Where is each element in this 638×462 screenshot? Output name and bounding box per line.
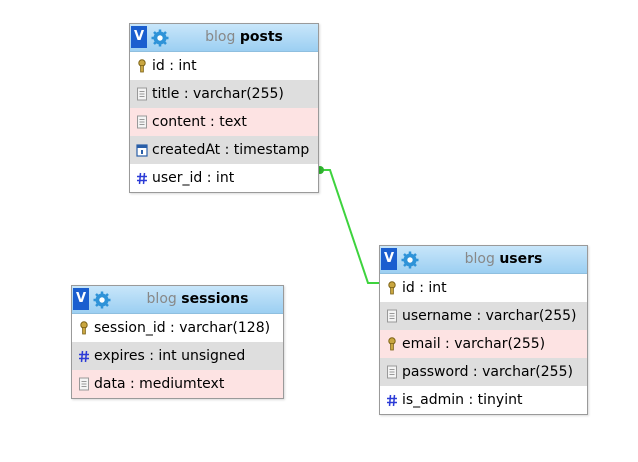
table-name: posts [239, 29, 283, 45]
table-title: blog sessions [116, 286, 279, 313]
key-icon [388, 281, 396, 295]
column-label: title : varchar(255) [152, 86, 284, 102]
table-name: users [499, 251, 543, 267]
number-icon [79, 350, 89, 363]
gear-icon[interactable] [401, 251, 419, 269]
key-icon [80, 321, 88, 335]
column-label: id : int [152, 58, 197, 74]
column-label: expires : int unsigned [94, 348, 246, 364]
table-name: sessions [181, 291, 249, 307]
column-label: email : varchar(255) [402, 336, 546, 352]
gear-icon[interactable] [93, 291, 111, 309]
table-sessions[interactable]: V blog sessions session_id : varchar(128… [71, 285, 284, 399]
column-label: password : varchar(255) [402, 364, 573, 380]
field-icon [387, 365, 397, 379]
table-header[interactable]: V blog users [380, 246, 587, 274]
table-title: blog users [424, 246, 583, 273]
toggle-button[interactable]: V [131, 26, 147, 48]
column-row[interactable]: password : varchar(255) [380, 358, 587, 386]
column-row[interactable]: title : varchar(255) [130, 80, 318, 108]
gear-icon[interactable] [151, 29, 169, 47]
calendar-icon [136, 144, 148, 157]
column-row[interactable]: session_id : varchar(128) [72, 314, 283, 342]
table-header[interactable]: V blog posts [130, 24, 318, 52]
column-row[interactable]: is_admin : tinyint [380, 386, 587, 414]
table-header[interactable]: V blog sessions [72, 286, 283, 314]
column-row[interactable]: id : int [130, 52, 318, 80]
column-row[interactable]: username : varchar(255) [380, 302, 587, 330]
number-icon [137, 172, 147, 185]
field-icon [137, 87, 147, 101]
database-name: blog [146, 291, 177, 307]
column-label: user_id : int [152, 170, 235, 186]
database-name: blog [464, 251, 495, 267]
field-icon [387, 309, 397, 323]
database-name: blog [205, 29, 236, 45]
toggle-button[interactable]: V [381, 248, 397, 270]
column-row[interactable]: createdAt : timestamp [130, 136, 318, 164]
column-label: is_admin : tinyint [402, 392, 523, 408]
column-row[interactable]: content : text [130, 108, 318, 136]
column-label: session_id : varchar(128) [94, 320, 271, 336]
column-label: username : varchar(255) [402, 308, 577, 324]
toggle-button[interactable]: V [73, 288, 89, 310]
column-label: data : mediumtext [94, 376, 225, 392]
column-row[interactable]: data : mediumtext [72, 370, 283, 398]
column-row[interactable]: user_id : int [130, 164, 318, 192]
column-row[interactable]: expires : int unsigned [72, 342, 283, 370]
column-row[interactable]: id : int [380, 274, 587, 302]
table-title: blog posts [174, 24, 314, 51]
field-icon [137, 115, 147, 129]
column-label: createdAt : timestamp [152, 142, 310, 158]
table-users[interactable]: V blog users id : int username : varchar… [379, 245, 588, 415]
field-icon [79, 377, 89, 391]
column-row[interactable]: email : varchar(255) [380, 330, 587, 358]
column-label: id : int [402, 280, 447, 296]
relation-line-posts-users [319, 169, 380, 284]
table-posts[interactable]: V blog posts id : int title : varchar(25… [129, 23, 319, 193]
key-icon [138, 59, 146, 73]
number-icon [387, 394, 397, 407]
key-icon [388, 337, 396, 351]
column-label: content : text [152, 114, 247, 130]
